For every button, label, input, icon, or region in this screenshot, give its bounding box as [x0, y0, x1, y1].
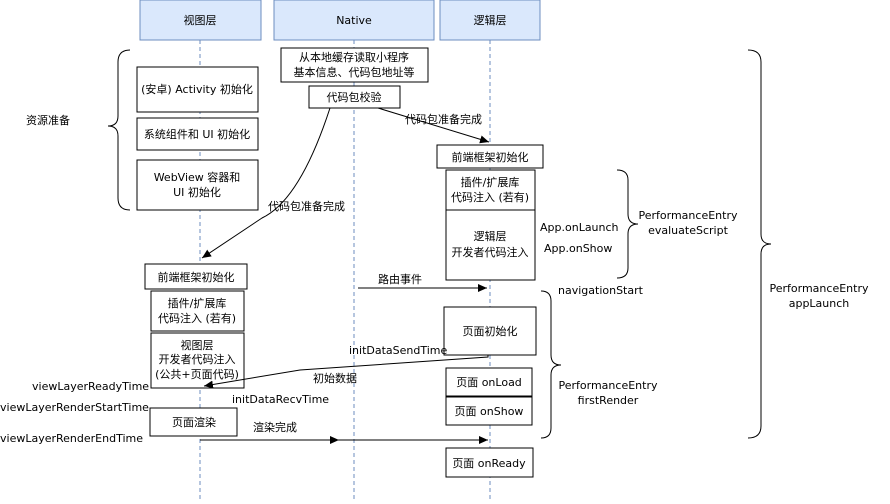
app-onlaunch-label: App.onLaunch: [540, 221, 619, 234]
svg-text:前端框架初始化: 前端框架初始化: [158, 270, 235, 284]
svg-text:开发者代码注入: 开发者代码注入: [159, 352, 236, 366]
init-data-arrow: [203, 355, 489, 389]
logic-framework-init-box: 前端框架初始化: [436, 144, 544, 169]
lane-header-view: 视图层: [139, 0, 262, 41]
verify-box: 代码包校验: [308, 85, 401, 109]
pkg-ready-logic-label: 代码包准备完成: [405, 112, 482, 126]
svg-text:代码注入 (若有): 代码注入 (若有): [451, 190, 529, 204]
lane-logic-label: 逻辑层: [474, 13, 507, 27]
page-init-box: 页面初始化: [443, 306, 537, 356]
first-render-entry-sub: firstRender: [578, 394, 639, 407]
activity-init-box: (安卓) Activity 初始化: [136, 66, 259, 113]
render-done-label: 渲染完成: [253, 420, 297, 434]
svg-text:WebView 容器和: WebView 容器和: [154, 170, 241, 184]
svg-text:插件/扩展库: 插件/扩展库: [461, 175, 520, 189]
svg-text:插件/扩展库: 插件/扩展库: [168, 296, 227, 310]
svg-text:页面 onShow: 页面 onShow: [455, 405, 524, 418]
pkg-ready-arrow-view: [201, 107, 331, 259]
page-render-box: 页面渲染: [149, 407, 238, 437]
page-onload-box: 页面 onLoad: [445, 367, 533, 397]
prep-brace: [107, 49, 131, 211]
navigation-start-label: navigationStart: [558, 284, 644, 297]
page-onshow-box: 页面 onShow: [445, 396, 533, 426]
svg-text:开发者代码注入: 开发者代码注入: [452, 245, 529, 259]
svg-text:页面 onLoad: 页面 onLoad: [456, 376, 522, 389]
svg-text:前端框架初始化: 前端框架初始化: [452, 150, 529, 164]
evaluate-brace: [616, 169, 639, 279]
pkg-ready-view-label: 代码包准备完成: [268, 199, 345, 213]
svg-text:代码注入 (若有): 代码注入 (若有): [158, 311, 236, 325]
pkg-ready-arrow-logic: [377, 107, 490, 144]
app-launch-entry-label: PerformanceEntry: [770, 282, 869, 295]
svg-text:基本信息、代码包地址等: 基本信息、代码包地址等: [294, 65, 415, 79]
svg-text:代码包校验: 代码包校验: [327, 90, 382, 104]
logic-plugin-box: 插件/扩展库 代码注入 (若有): [445, 169, 536, 211]
svg-text:UI 初始化: UI 初始化: [173, 185, 221, 199]
prep-label: 资源准备: [26, 113, 70, 127]
svg-text:(公共+页面代码): (公共+页面代码): [155, 368, 239, 381]
svg-text:(安卓) Activity 初始化: (安卓) Activity 初始化: [141, 82, 253, 96]
svg-text:系统组件和 UI 初始化: 系统组件和 UI 初始化: [144, 127, 250, 141]
webview-init-box: WebView 容器和 UI 初始化: [136, 159, 259, 211]
svg-text:逻辑层: 逻辑层: [474, 229, 507, 243]
read-cache-box: 从本地缓存读取小程序 基本信息、代码包地址等: [280, 47, 429, 83]
app-launch-entry-sub: appLaunch: [789, 297, 850, 310]
view-dev-code-box: 视图层 开发者代码注入 (公共+页面代码): [150, 332, 245, 389]
logic-dev-code-box: 逻辑层 开发者代码注入: [445, 209, 536, 281]
evaluate-entry-label: PerformanceEntry: [639, 209, 738, 222]
app-launch-brace: [747, 49, 772, 439]
first-render-brace: [540, 290, 562, 439]
svg-text:视图层: 视图层: [181, 338, 214, 352]
svg-text:页面初始化: 页面初始化: [463, 324, 518, 338]
view-layer-ready-time-label: viewLayerReadyTime: [32, 380, 149, 393]
lane-header-native: Native: [273, 0, 435, 41]
view-layer-render-start-time-label: viewLayerRenderStartTime: [0, 401, 149, 414]
init-data-recv-time-label: initDataRecvTime: [232, 393, 329, 406]
route-event-label: 路由事件: [378, 272, 422, 286]
first-render-entry-label: PerformanceEntry: [559, 379, 658, 392]
init-data-label: 初始数据: [313, 371, 357, 385]
view-layer-render-end-time-label: viewLayerRenderEndTime: [0, 432, 143, 445]
svg-text:从本地缓存读取小程序: 从本地缓存读取小程序: [299, 50, 409, 64]
init-data-send-time-label: initDataSendTime: [349, 344, 448, 357]
evaluate-entry-sub: evaluateScript: [648, 224, 728, 237]
svg-text:页面渲染: 页面渲染: [172, 415, 216, 429]
render-done-mid-arrowhead: [330, 436, 339, 444]
svg-text:页面 onReady: 页面 onReady: [452, 457, 526, 470]
lane-view-label: 视图层: [184, 13, 217, 27]
lane-header-logic: 逻辑层: [439, 0, 541, 41]
system-ui-init-box: 系统组件和 UI 初始化: [136, 117, 259, 151]
view-plugin-box: 插件/扩展库 代码注入 (若有): [150, 290, 245, 332]
app-onshow-label: App.onShow: [544, 242, 612, 255]
page-onready-box: 页面 onReady: [445, 447, 534, 478]
lane-native-label: Native: [336, 14, 372, 27]
view-framework-init-box: 前端框架初始化: [144, 263, 248, 290]
